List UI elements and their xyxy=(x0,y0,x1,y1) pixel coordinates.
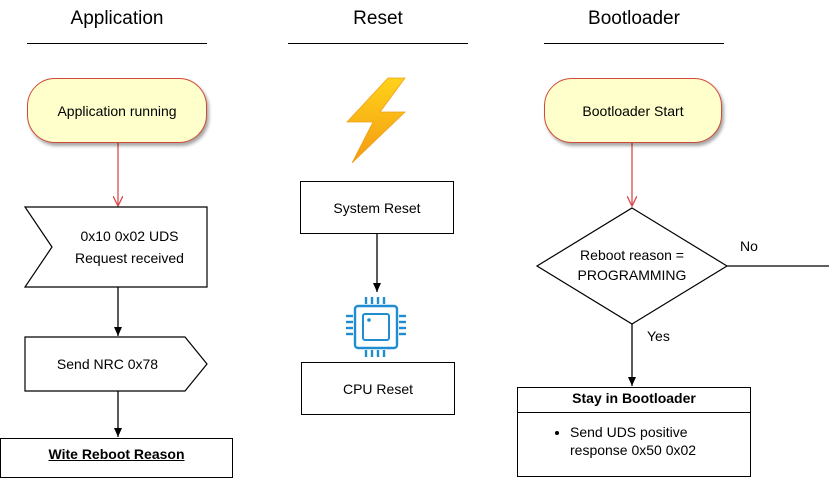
decision-text: Reboot reason = PROGRAMMING xyxy=(557,240,707,290)
decision-line1: Reboot reason = xyxy=(580,247,684,263)
stay-in-bootloader-list: Send UDS positive response 0x50 0x02 xyxy=(518,423,750,459)
column-title-bootloader: Bootloader xyxy=(588,8,680,29)
decision-line2: PROGRAMMING xyxy=(577,267,687,283)
system-reset-node: System Reset xyxy=(300,181,454,234)
stay-in-bootloader-panel: Stay in Bootloader Send UDS positive res… xyxy=(517,387,751,477)
uds-request-line2: Request received xyxy=(75,250,184,266)
uds-request-line1: 0x10 0x02 UDS xyxy=(80,228,179,244)
column-title-reset: Reset xyxy=(353,8,403,29)
stay-in-bootloader-title: Stay in Bootloader xyxy=(518,388,750,413)
cpu-chip-icon xyxy=(346,297,406,357)
bullet-line2: response 0x50 0x02 xyxy=(570,442,697,458)
send-nrc-node: Send NRC 0x78 xyxy=(56,356,159,372)
application-running-node: Application running xyxy=(27,78,207,143)
cpu-reset-node: CPU Reset xyxy=(301,362,455,415)
diagram-canvas xyxy=(23,77,829,437)
column-rule-application xyxy=(27,43,207,44)
column-title-application: Application xyxy=(70,8,164,29)
column-rule-reset xyxy=(288,43,468,44)
bootloader-start-node: Bootloader Start xyxy=(544,78,722,143)
list-item: Send UDS positive response 0x50 0x02 xyxy=(570,423,750,459)
wite-reboot-reason-node: Wite Reboot Reason xyxy=(0,438,233,478)
lightning-bolt-icon xyxy=(346,77,406,164)
column-rule-bootloader xyxy=(544,43,724,44)
uds-request-event-shape xyxy=(23,206,208,288)
edge-label-no: No xyxy=(740,238,758,254)
bullet-line1: Send UDS positive xyxy=(570,424,688,440)
uds-request-node: 0x10 0x02 UDS Request received xyxy=(52,207,207,287)
send-nrc-shape xyxy=(24,336,208,392)
edge-label-yes: Yes xyxy=(647,328,670,344)
